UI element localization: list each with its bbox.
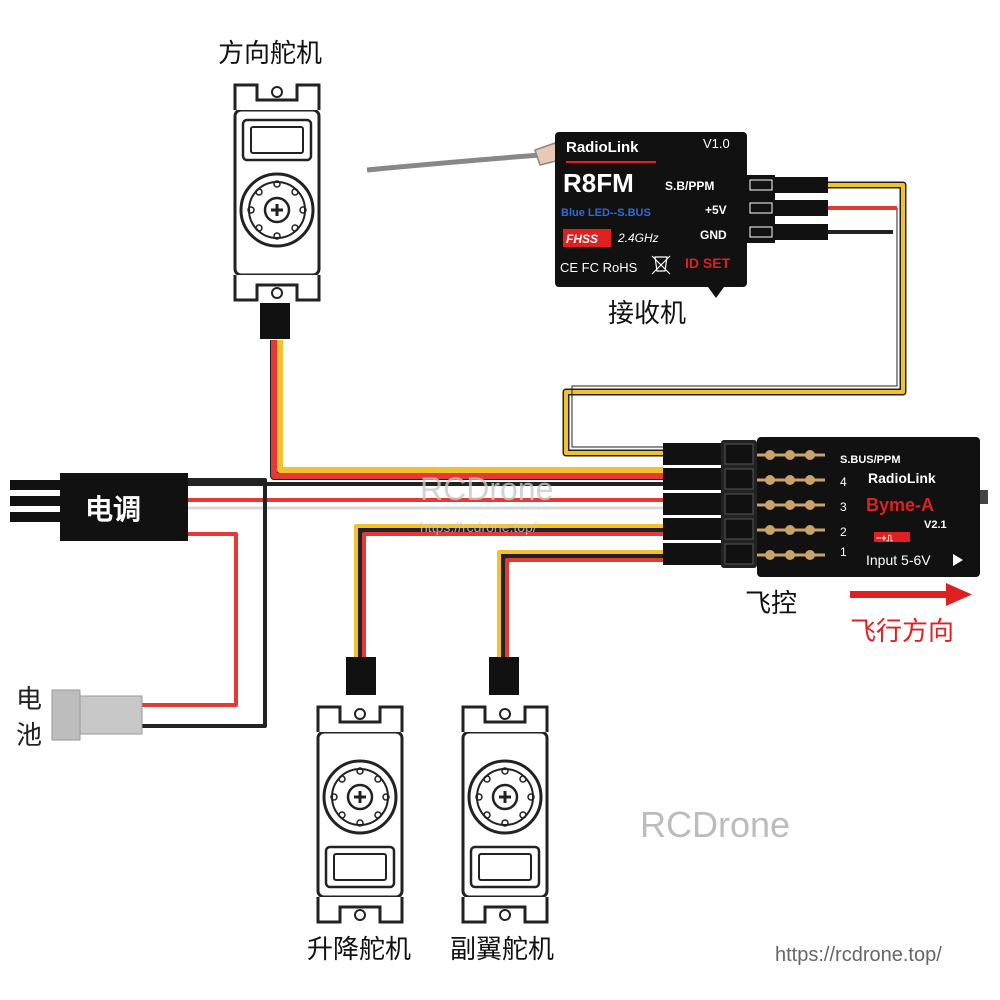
elevator-servo-cable (354, 524, 663, 660)
receiver-fhss-badge: FHSS (566, 232, 598, 246)
watermark-brand-lower: RCDrone (640, 804, 790, 845)
receiver-pin-sbus: S.B/PPM (665, 179, 714, 193)
esc-cable (188, 482, 663, 510)
battery-connector (51, 689, 143, 741)
receiver-band: 2.4GHz (617, 231, 659, 245)
battery-label-1: 电 (16, 685, 42, 715)
fc-port-1: 1 (840, 545, 847, 559)
fc-input-voltage: Input 5-6V (866, 552, 931, 568)
fc-model: Byme-A (866, 495, 934, 515)
rudder-servo-label: 方向舵机 (218, 39, 322, 69)
receiver-model: R8FM (563, 168, 634, 198)
aileron-servo (461, 705, 549, 924)
rudder-servo-plug (260, 303, 290, 339)
rudder-servo (233, 83, 321, 302)
aileron-servo-cable (497, 550, 663, 660)
battery-cable (142, 478, 267, 728)
rudder-servo-cable (270, 340, 663, 480)
fc-port-4: 4 (840, 475, 847, 489)
esc (10, 473, 188, 541)
battery-label-2: 池 (16, 721, 42, 751)
receiver-pin-5v: +5V (705, 203, 727, 217)
flight-direction-label: 飞行方向 (850, 617, 954, 647)
fc-port-sbus: S.BUS/PPM (840, 454, 901, 466)
receiver-to-fc-cable (562, 181, 907, 457)
watermark-url-lower: https://rcdrone.top/ (775, 944, 942, 966)
elevator-servo-plug (346, 657, 376, 695)
antenna-wire (366, 152, 541, 173)
receiver-label: 接收机 (608, 299, 686, 329)
receiver-id-set: ID SET (685, 255, 731, 271)
fc-brand: RadioLink (868, 470, 936, 486)
fc-port-3: 3 (840, 500, 847, 514)
wires (142, 142, 907, 728)
watermark-url-center: https://rcdrone.top/ (420, 519, 537, 535)
esc-label: 电调 (85, 493, 141, 526)
aileron-servo-label: 副翼舵机 (450, 935, 554, 965)
flight-direction-arrow-icon (850, 583, 972, 606)
watermark-brand-center: RCDrone (420, 471, 553, 507)
flight-controller-byme-a (663, 437, 988, 577)
elevator-servo-label: 升降舵机 (307, 935, 411, 965)
receiver-pin-gnd: GND (700, 228, 727, 242)
elevator-servo (316, 705, 404, 924)
flight-controller-label: 飞控 (745, 589, 797, 619)
receiver-cert-marks: CE FC RoHS (560, 260, 638, 275)
receiver-r8fm (555, 132, 828, 298)
aileron-servo-plug (489, 657, 519, 695)
fc-port-2: 2 (840, 525, 847, 539)
fc-input-arrow-icon (953, 554, 963, 566)
fc-polarity-note: −+⎍ (876, 533, 894, 543)
receiver-led-note: Blue LED--S.BUS (561, 207, 651, 219)
receiver-brand: RadioLink (566, 139, 639, 156)
fc-version: V2.1 (924, 519, 947, 531)
receiver-version: V1.0 (703, 136, 730, 151)
